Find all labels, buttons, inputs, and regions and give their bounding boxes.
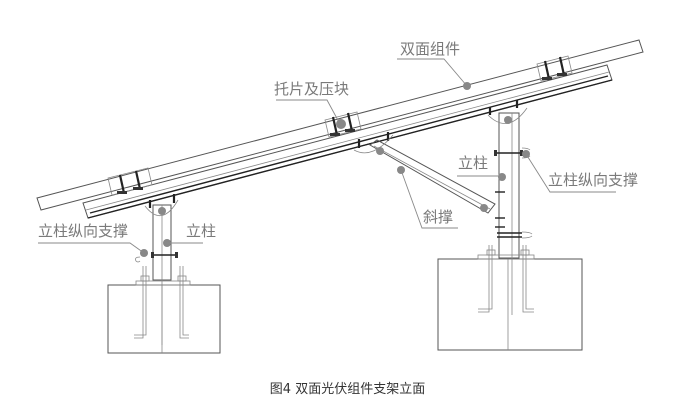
- left-column: [135, 194, 179, 345]
- left-foundation: [107, 266, 221, 354]
- callout-column-right: 立柱: [457, 154, 502, 177]
- callout-column-longitudinal-brace-left: 立柱纵向支撑: [38, 222, 145, 254]
- label-column-longitudinal-brace-right: 立柱纵向支撑: [548, 171, 638, 189]
- right-foundation: [437, 245, 583, 351]
- label-column-right: 立柱: [458, 154, 488, 172]
- label-column-left: 立柱: [186, 222, 216, 240]
- bifacial-module: [36, 39, 644, 211]
- label-column-longitudinal-brace-left: 立柱纵向支撑: [38, 222, 128, 240]
- label-bifacial-module: 双面组件: [400, 40, 460, 58]
- clamp-block-left: [107, 167, 153, 196]
- figure-caption: 图4 双面光伏组件支架立面: [269, 382, 426, 397]
- purlin-rail: [82, 64, 613, 219]
- clamp-block-middle: [324, 111, 362, 138]
- callout-diagonal-brace: 斜撑: [400, 169, 458, 229]
- diagonal-brace: [353, 132, 496, 214]
- callout-column-longitudinal-brace-right: 立柱纵向支撑: [525, 153, 638, 193]
- label-clamp-block: 托片及压块: [274, 80, 349, 98]
- callout-clamp-block: 托片及压块: [274, 80, 349, 125]
- callout-bifacial-module: 双面组件: [397, 40, 471, 90]
- right-column: [487, 100, 533, 315]
- callout-column-left: 立柱: [167, 222, 216, 244]
- label-diagonal-brace: 斜撑: [423, 208, 453, 226]
- clamp-block-right: [536, 55, 573, 82]
